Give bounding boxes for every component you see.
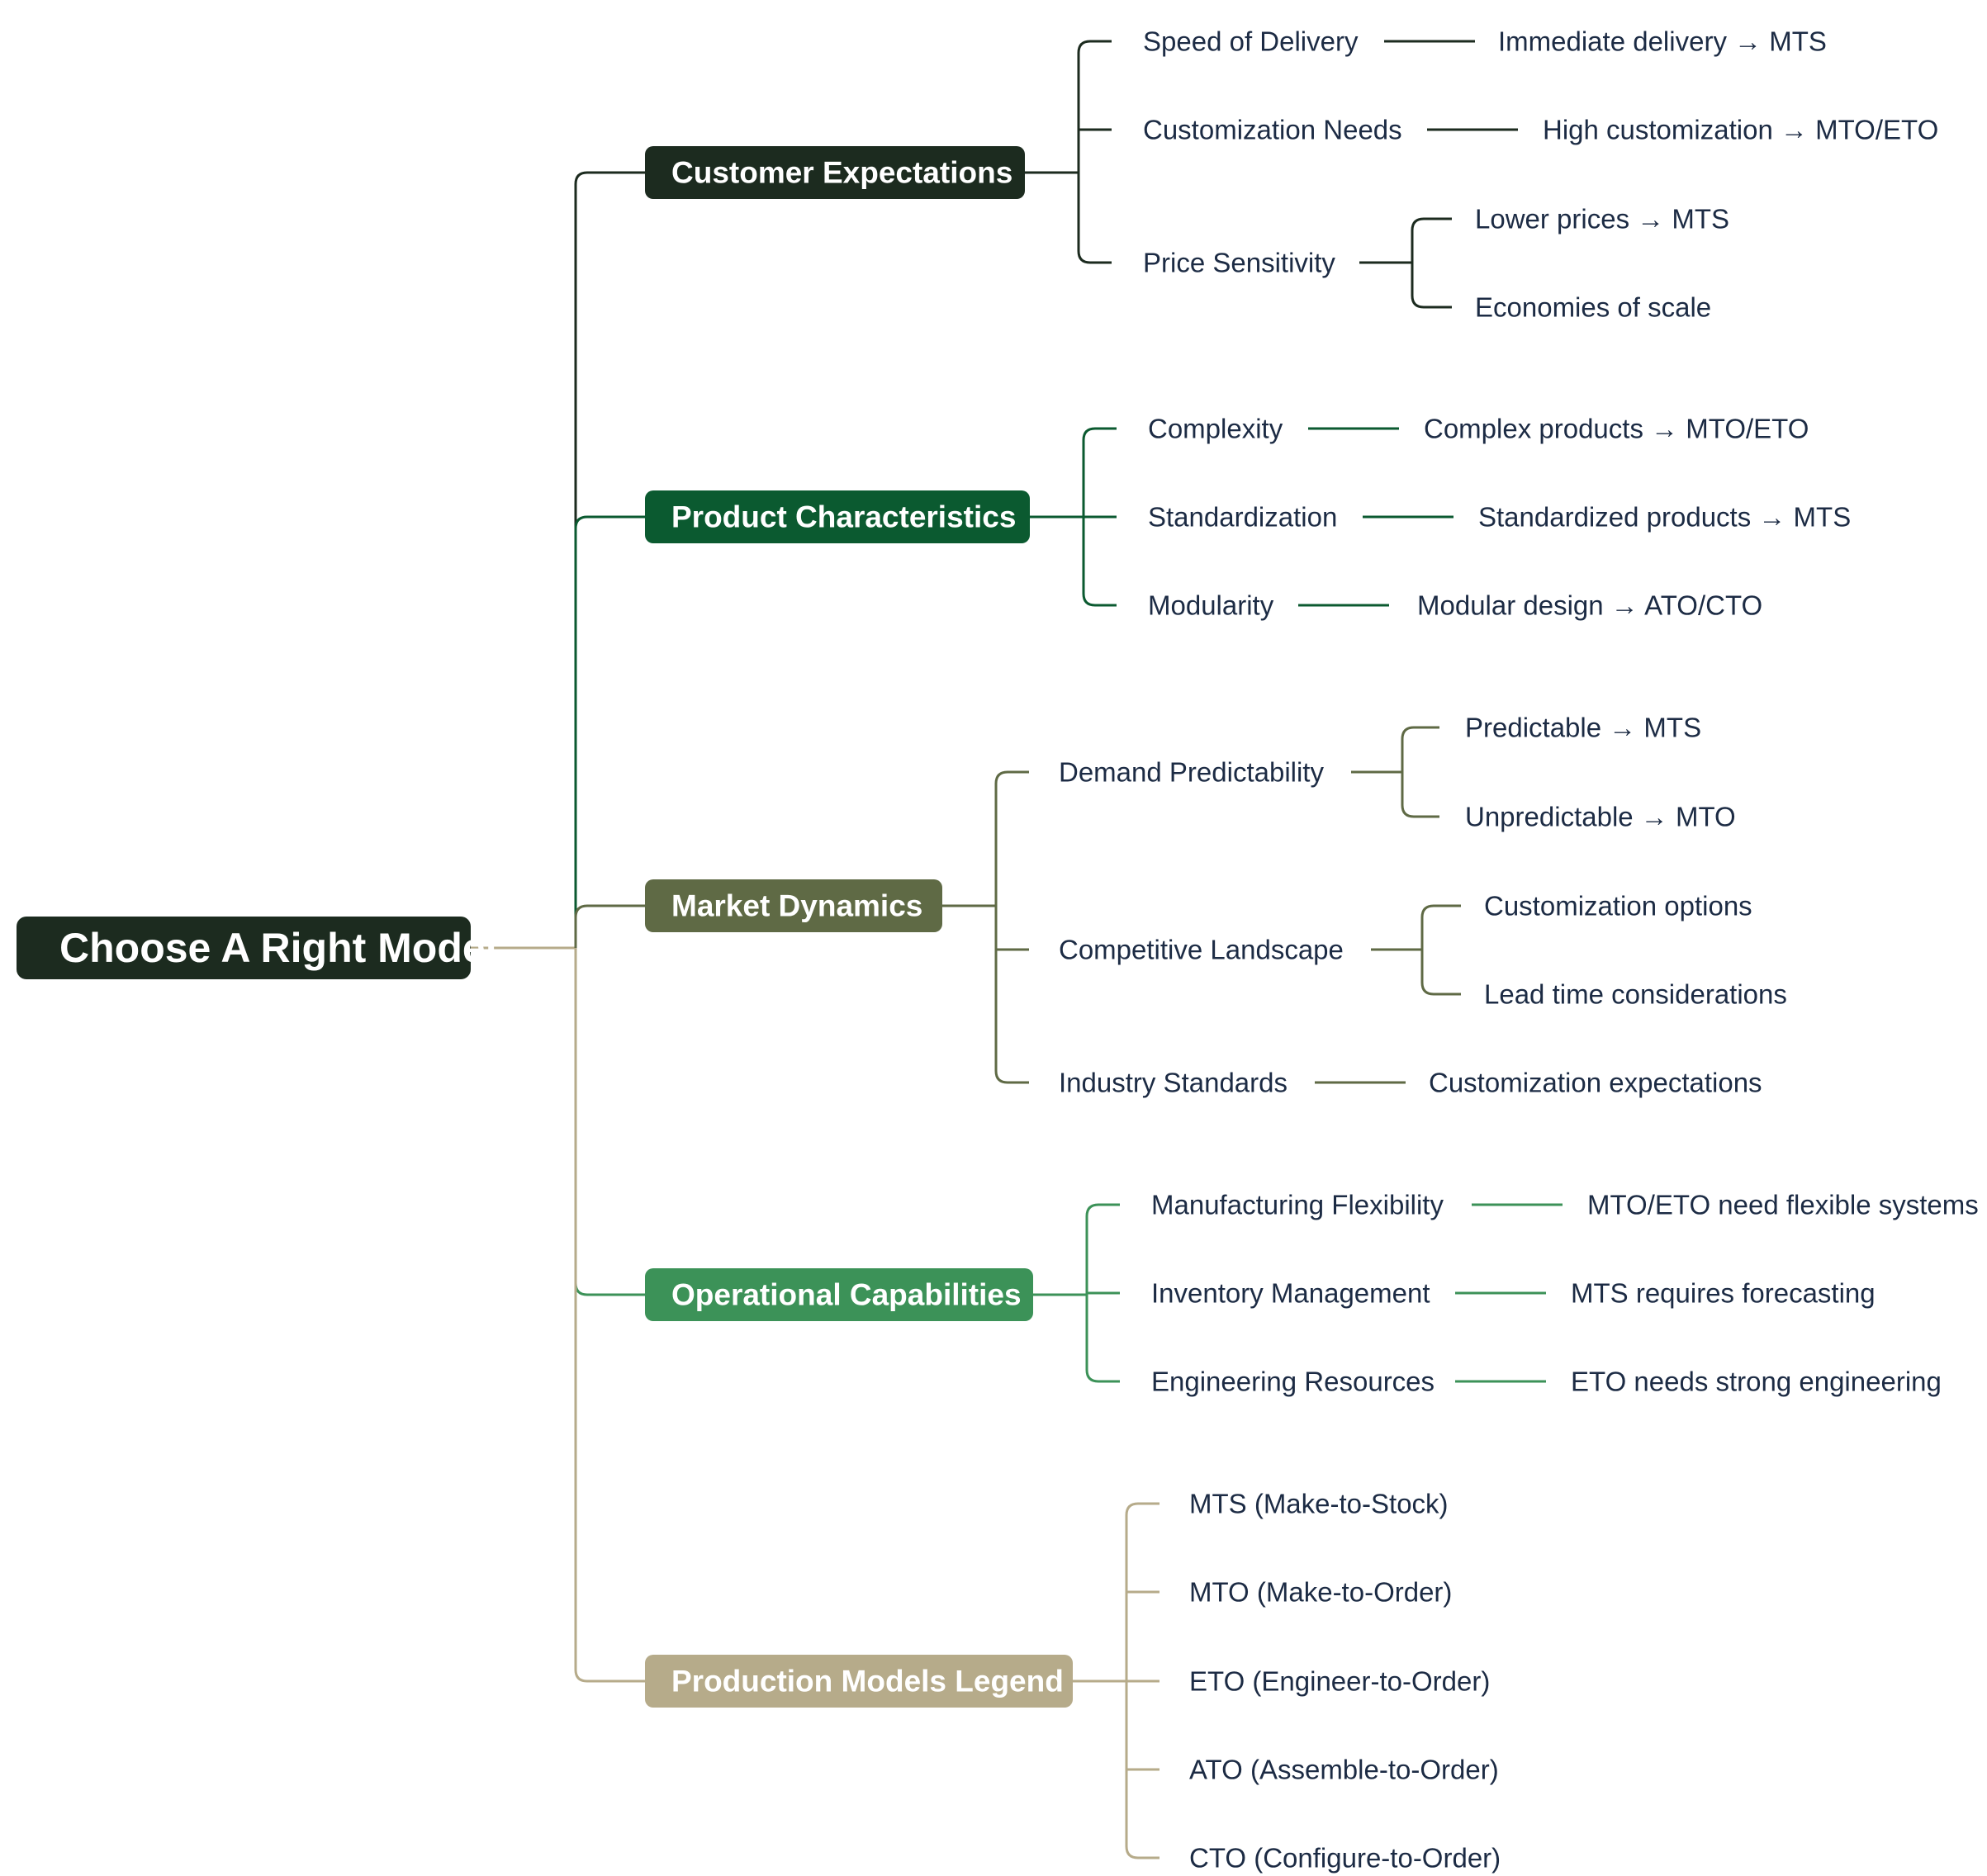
trunk-connector-product-characteristics xyxy=(574,515,645,948)
bracket-operational-capabilities xyxy=(1033,1203,1563,1383)
detail-mts-requires-forecasting: MTS requires forecasting xyxy=(1571,1278,1876,1309)
nodes: Choose A Right Model Customer Expectation… xyxy=(17,26,1979,1874)
category-market-dynamics: Market Dynamics Demand Predictability Pred… xyxy=(645,713,1787,1098)
category-label: Market Dynamics xyxy=(671,889,922,923)
subtopic-ato-assemble-to-order: ATO (Assemble-to-Order) xyxy=(1189,1755,1499,1785)
leaf-bracket xyxy=(1411,217,1452,309)
subtopic-modularity: Modularity xyxy=(1148,590,1274,621)
detail-unpredictable-mto: Unpredictable → MTO xyxy=(1465,802,1736,832)
category-label: Operational Capabilities xyxy=(671,1278,1022,1312)
subtopic-speed-of-delivery: Speed of Delivery xyxy=(1143,26,1359,57)
detail-lower-prices-mts: Lower prices → MTS xyxy=(1475,204,1729,234)
leaf-bracket xyxy=(1420,904,1461,996)
detail-complex-products-mto-eto: Complex products → MTO/ETO xyxy=(1424,414,1809,444)
category-label: Production Models Legend xyxy=(671,1665,1064,1698)
subtopic-price-sensitivity: Price Sensitivity xyxy=(1143,248,1335,278)
category-label: Product Characteristics xyxy=(671,500,1016,534)
subtopic-inventory-management: Inventory Management xyxy=(1151,1278,1430,1309)
subtopic-standardization: Standardization xyxy=(1148,502,1337,533)
category-box xyxy=(645,490,1030,543)
subtopic-manufacturing-flexibility: Manufacturing Flexibility xyxy=(1151,1190,1444,1220)
root-node: Choose A Right Model xyxy=(17,917,497,979)
detail-eto-needs-strong-engineering: ETO needs strong engineering xyxy=(1571,1367,1942,1397)
subtopic-competitive-landscape: Competitive Landscape xyxy=(1059,935,1344,965)
root-node-box xyxy=(17,917,471,979)
subtopic-mts-make-to-stock: MTS (Make-to-Stock) xyxy=(1189,1489,1449,1519)
category-production-models-legend: Production Models Legend MTS (Make-to-Sto… xyxy=(645,1489,1501,1874)
detail-customization-expectations: Customization expectations xyxy=(1429,1068,1762,1098)
category-operational-capabilities: Operational Capabilities Manufacturing Fl… xyxy=(645,1190,1979,1397)
detail-predictable-mts: Predictable → MTS xyxy=(1465,713,1701,743)
detail-immediate-delivery-mts: Immediate delivery → MTS xyxy=(1498,26,1827,57)
subtopic-industry-standards: Industry Standards xyxy=(1059,1068,1288,1098)
bracket-market-dynamics xyxy=(942,726,1461,1084)
trunk-connector-customer-expectations xyxy=(574,171,645,948)
detail-high-customization-mto-eto: High customization → MTO/ETO xyxy=(1543,115,1938,145)
detail-standardized-products-mts: Standardized products → MTS xyxy=(1478,502,1851,533)
detail-economies-of-scale: Economies of scale xyxy=(1475,292,1711,323)
bracket-production-models-legend xyxy=(1073,1502,1159,1859)
category-label: Customer Expectations xyxy=(671,156,1012,190)
category-box xyxy=(645,146,1025,199)
subtopic-customization-needs: Customization Needs xyxy=(1143,115,1402,145)
trunk-connector-operational-capabilities xyxy=(574,948,645,1296)
detail-modular-design-ato-cto: Modular design → ATO/CTO xyxy=(1417,590,1762,621)
subtopic-cto-configure-to-order: CTO (Configure-to-Order) xyxy=(1189,1843,1501,1874)
detail-customization-options: Customization options xyxy=(1484,891,1752,921)
connector-lines xyxy=(471,40,1563,1859)
category-box xyxy=(645,1268,1033,1321)
trunk-connector-market-dynamics xyxy=(574,904,645,948)
detail-mto-eto-need-flexible-systems: MTO/ETO need flexible systems xyxy=(1587,1190,1979,1220)
subtopic-eto-engineer-to-order: ETO (Engineer-to-Order) xyxy=(1189,1666,1490,1697)
category-box xyxy=(645,1655,1073,1708)
detail-lead-time-considerations: Lead time considerations xyxy=(1484,979,1787,1010)
category-customer-expectations: Customer Expectations Speed of Delivery Im… xyxy=(645,26,1938,323)
category-product-characteristics: Product Characteristics Complexity Complex… xyxy=(645,414,1851,621)
subtopic-mto-make-to-order: MTO (Make-to-Order) xyxy=(1189,1577,1452,1608)
leaf-bracket xyxy=(1401,726,1439,818)
subtopic-complexity: Complexity xyxy=(1148,414,1283,444)
root-node-label: Choose A Right Model xyxy=(59,925,497,971)
subtopic-demand-predictability: Demand Predictability xyxy=(1059,757,1324,788)
trunk-connector-production-models-legend xyxy=(574,948,645,1683)
category-box xyxy=(645,879,942,932)
subtopic-engineering-resources: Engineering Resources xyxy=(1151,1367,1435,1397)
bracket-customer-expectations xyxy=(1025,40,1518,309)
bracket-product-characteristics xyxy=(1030,427,1453,607)
